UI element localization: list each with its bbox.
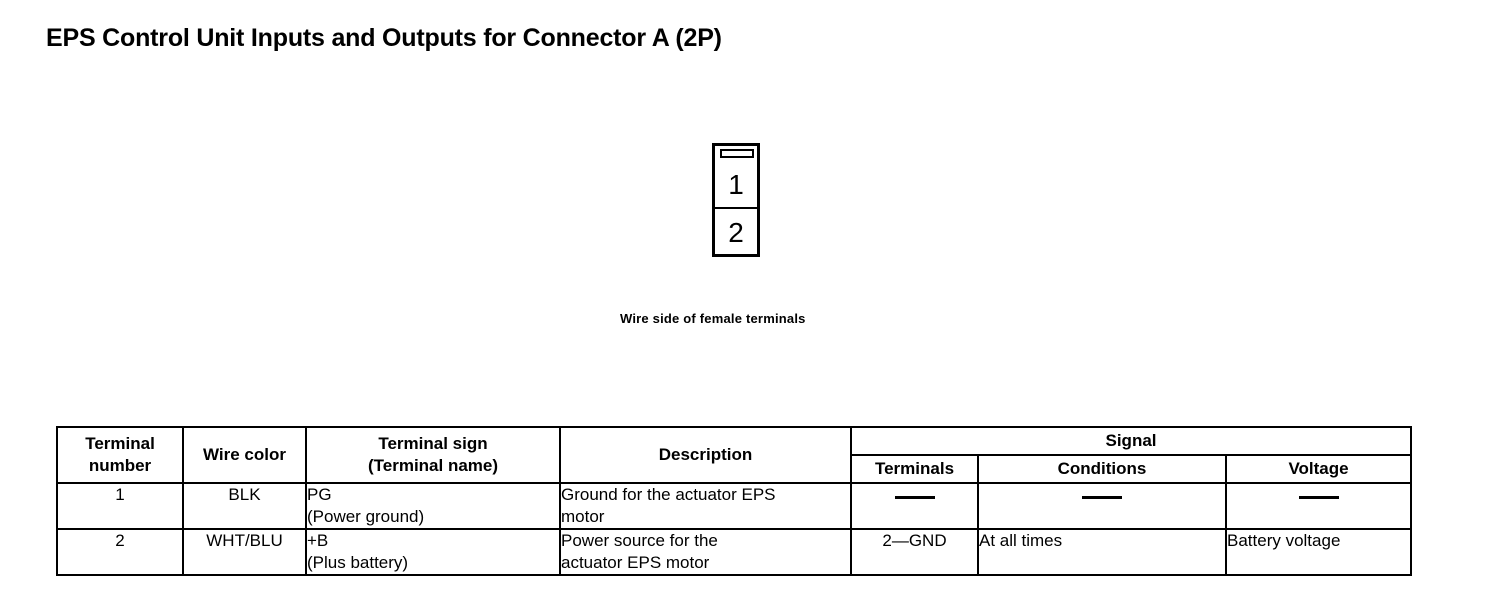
header-terminal-number-line1: Terminal [85, 434, 155, 453]
connector-terminal-1: 1 [715, 162, 757, 209]
cell-terminal-sign: +B (Plus battery) [305, 528, 561, 576]
header-terminal-sign: Terminal sign (Terminal name) [305, 426, 561, 484]
header-terminal-sign-line2: (Terminal name) [367, 456, 499, 475]
header-terminal-number-line2: number [88, 456, 152, 475]
connector-locking-tab [720, 149, 754, 158]
cell-terminal-number: 2 [56, 528, 184, 576]
no-data-dash-icon [1082, 496, 1122, 499]
cell-description-line2: actuator EPS motor [561, 553, 710, 572]
header-signal: Signal [849, 426, 1413, 456]
table-row: 2 WHT/BLU +B (Plus battery) Power source… [56, 528, 1413, 576]
cell-description-line1: Power source for the [561, 531, 718, 550]
header-terminal-number: Terminal number [56, 426, 184, 484]
table-row: 1 BLK PG (Power ground) Ground for the a… [56, 482, 1413, 530]
connector-terminal-2: 2 [728, 216, 744, 248]
cell-wire-color: WHT/BLU [182, 528, 307, 576]
header-terminal-sign-line1: Terminal sign [378, 434, 488, 453]
cell-conditions [977, 482, 1227, 530]
page-title: EPS Control Unit Inputs and Outputs for … [46, 24, 722, 52]
cell-voltage [1224, 482, 1413, 530]
connector-diagram: 1 2 [712, 143, 760, 257]
cell-description-line1: Ground for the actuator EPS [561, 485, 776, 504]
cell-terminals [850, 482, 979, 530]
cell-description: Ground for the actuator EPS motor [559, 482, 852, 530]
table-header-row-1: Terminal number Wire color Terminal sign… [56, 426, 1413, 484]
cell-terminal-sign-line1: +B [307, 531, 329, 550]
cell-terminal-sign-line2: (Power ground) [307, 507, 425, 526]
no-data-dash-icon [1298, 496, 1339, 499]
table-header-row-2: Terminals Conditions Voltage [57, 454, 1413, 484]
cell-terminal-sign-line1: PG [307, 485, 332, 504]
header-wire-color: Wire color [182, 426, 307, 484]
connector-caption: Wire side of female terminals [620, 311, 806, 326]
header-terminals: Terminals [850, 454, 979, 484]
no-data-dash-icon [894, 496, 935, 499]
cell-terminal-sign: PG (Power ground) [305, 482, 561, 530]
cell-terminal-sign-line2: (Plus battery) [307, 553, 409, 572]
header-conditions: Conditions [977, 454, 1227, 484]
cell-description: Power source for the actuator EPS motor [559, 528, 852, 576]
cell-conditions: At all times [977, 528, 1227, 576]
terminal-io-table: Terminal number Wire color Terminal sign… [56, 426, 1413, 576]
cell-wire-color: BLK [182, 482, 307, 530]
header-description: Description [559, 426, 852, 484]
cell-voltage: Battery voltage [1224, 528, 1413, 576]
cell-description-line2: motor [561, 507, 605, 526]
cell-terminal-number: 1 [56, 482, 184, 530]
header-voltage: Voltage [1224, 454, 1413, 484]
cell-terminals: 2—GND [850, 528, 979, 576]
